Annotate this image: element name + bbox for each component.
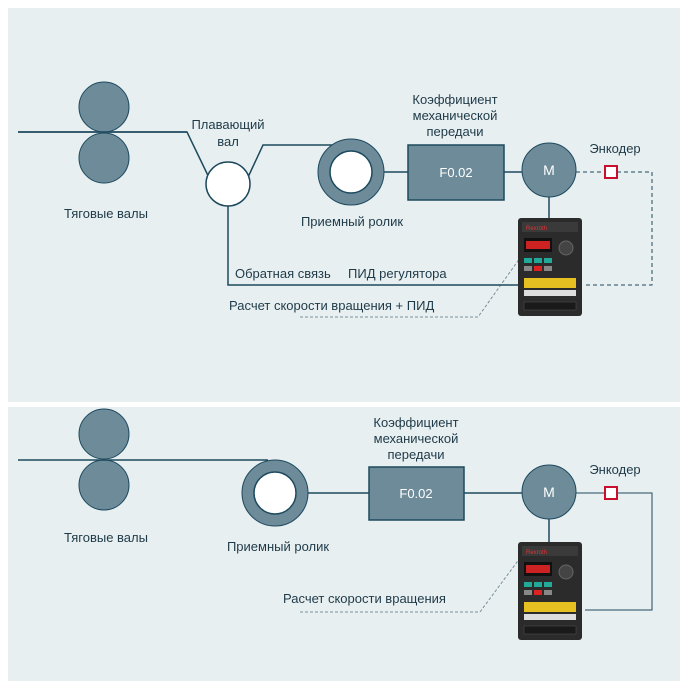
encoder-label: Энкодер [589,141,640,156]
bottom-diagram: F0.02 M Тяговые валы Коэффициент механич… [18,408,653,641]
encoder-icon [604,165,618,179]
dancer-roller [205,161,251,207]
traction-roller-lower [78,459,130,511]
speed-callout-line [300,557,521,613]
feedback-line [227,206,520,286]
speed-calc-label: Расчет скорости вращения + ПИД [229,298,434,313]
gear-ratio-value: F0.02 [439,165,472,180]
gear-ratio-box [368,466,465,521]
pid-label: ПИД регулятора [348,266,447,281]
encoder-icon [604,486,618,500]
speed-calc-label: Расчет скорости вращения [283,591,446,606]
motor-label: M [543,484,555,500]
top-diagram-panel [8,8,680,402]
speed-callout-line [300,257,521,318]
encoder-signal-line [585,171,653,286]
traction-roller-upper [78,408,130,460]
encoder-signal-line [585,492,653,611]
gear-ratio-value: F0.02 [399,486,432,501]
winder-roller-inner [253,471,297,515]
dancer-label-line2: вал [217,134,239,149]
traction-roller-lower [78,132,130,184]
traction-roller-upper [78,81,130,133]
gear-ratio-label-line1: Коэффициент [412,92,497,107]
dancer-label-line1: Плавающий [191,117,264,132]
frequency-inverter-icon [517,541,583,641]
motor-label: M [543,162,555,178]
winder-roller-label: Приемный ролик [227,539,329,554]
encoder-label: Энкодер [589,462,640,477]
winder-roller-label: Приемный ролик [301,214,403,229]
feedback-label: Обратная связь [235,266,331,281]
web-line-out [242,144,340,189]
gear-ratio-label-line3: передачи [426,124,483,139]
gear-ratio-label-line2: механической [374,431,459,446]
gear-ratio-label-line3: передачи [387,447,444,462]
traction-rollers-label: Тяговые валы [64,206,148,221]
winder-roller-inner [329,150,373,194]
top-diagram: F0.02 M Тяговые валы Плавающий вал Коэфф… [18,81,653,318]
gear-ratio-label-line2: механической [413,108,498,123]
traction-rollers-label: Тяговые валы [64,530,148,545]
frequency-inverter-icon [517,217,583,317]
gear-ratio-label-line1: Коэффициент [373,415,458,430]
